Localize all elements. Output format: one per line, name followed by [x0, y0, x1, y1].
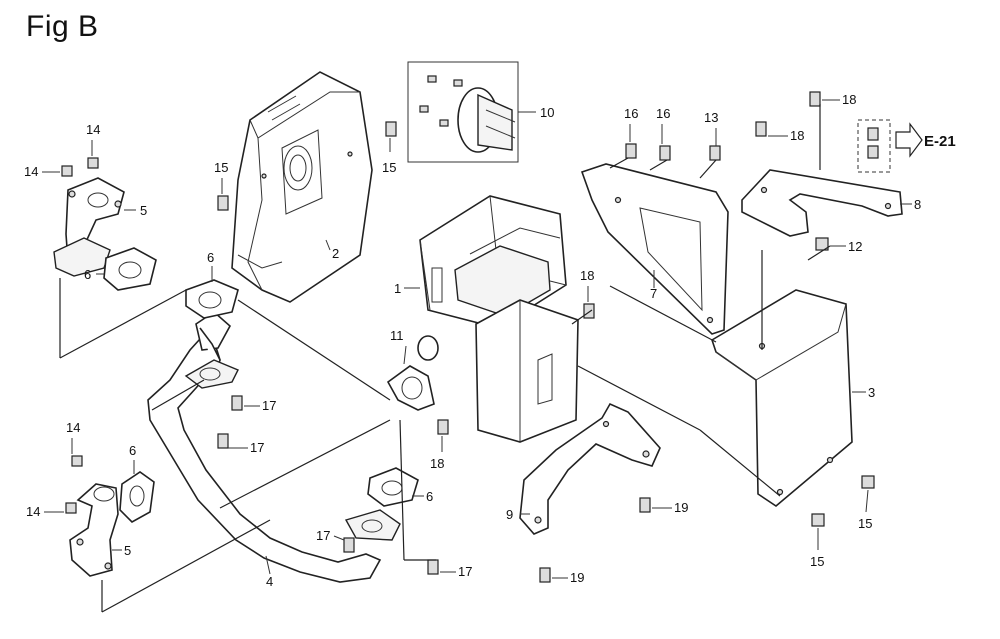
- callout-1: 1: [394, 281, 401, 296]
- callout-15-b: 15: [382, 160, 396, 175]
- callout-18-d: 18: [430, 456, 444, 471]
- callout-17-a: 17: [262, 398, 276, 413]
- bracket-7-part: [580, 163, 729, 335]
- callout-14-d: 14: [26, 504, 40, 519]
- callout-16-b: 16: [656, 106, 670, 121]
- callout-19-b: 19: [570, 570, 584, 585]
- callout-labels: 1 2 3 4 5 5 6 6 6 6 7 8 9 10 11 12 13 14…: [24, 92, 956, 589]
- callout-5-lower: 5: [124, 543, 131, 558]
- callout-14-b: 14: [24, 164, 38, 179]
- gasket-upper-left-part: [103, 247, 157, 291]
- gasket-lower-mid-part: [367, 467, 419, 507]
- callout-4: 4: [266, 574, 273, 589]
- callout-10: 10: [540, 105, 554, 120]
- callout-8: 8: [914, 197, 921, 212]
- reference-e21-label: E-21: [924, 133, 956, 150]
- callout-7: 7: [650, 286, 657, 301]
- callout-14-c: 14: [66, 420, 80, 435]
- muffler-cover-part: [231, 71, 373, 303]
- callout-18-a: 18: [842, 92, 856, 107]
- exhaust-pipe-part: [147, 310, 401, 583]
- muffler-part: [417, 195, 579, 443]
- clamp-part: [386, 365, 435, 411]
- callout-14-a: 14: [86, 122, 100, 137]
- leader-lines: [96, 111, 912, 575]
- fasteners: [61, 91, 875, 583]
- callout-3: 3: [868, 385, 875, 400]
- callout-17-d: 17: [458, 564, 472, 579]
- bracket-9-part: [519, 402, 661, 535]
- callout-5-upper: 5: [140, 203, 147, 218]
- callout-6-upper-left: 6: [84, 267, 91, 282]
- assembly-lines: [59, 104, 831, 613]
- callout-18-b: 18: [790, 128, 804, 143]
- stay-8-part: [741, 169, 903, 237]
- callout-15-a: 15: [214, 160, 228, 175]
- callout-17-c: 17: [316, 528, 330, 543]
- callout-17-b: 17: [250, 440, 264, 455]
- callout-2: 2: [332, 246, 339, 261]
- callout-6-upper-mid: 6: [207, 250, 214, 265]
- exhaust-joint-upper-part: [53, 177, 125, 277]
- callout-11: 11: [390, 328, 404, 343]
- callout-16-a: 16: [624, 106, 638, 121]
- callout-13: 13: [704, 110, 718, 125]
- callout-ticks: [42, 99, 869, 579]
- callout-9: 9: [506, 507, 513, 522]
- exhaust-joint-lower-part: [69, 483, 119, 577]
- callout-12: 12: [848, 239, 862, 254]
- figure-title: Fig B: [26, 10, 99, 43]
- callout-18-c: 18: [580, 268, 594, 283]
- callout-6-lower-mid: 6: [426, 489, 433, 504]
- gasket-lower-left-part: [119, 471, 155, 523]
- protector-part: [711, 289, 853, 507]
- callout-15-c: 15: [858, 516, 872, 531]
- callout-6-lower-left: 6: [129, 443, 136, 458]
- callout-19-a: 19: [674, 500, 688, 515]
- heat-shield-part: [407, 61, 534, 163]
- reference-e21-box: [857, 119, 923, 173]
- callout-15-d: 15: [810, 554, 824, 569]
- gasket-upper-mid-part: [185, 279, 239, 319]
